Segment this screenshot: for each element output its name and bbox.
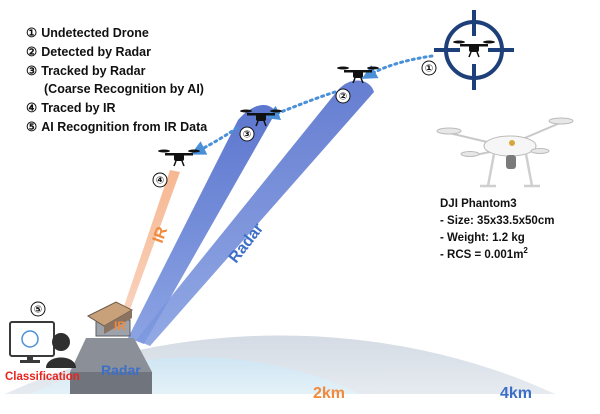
drone-icon <box>158 149 200 167</box>
step-marker-1: ① <box>421 60 437 76</box>
svg-text:⑤: ⑤ <box>34 305 42 316</box>
radar-beam-near <box>128 105 276 344</box>
dji-phantom3-image <box>436 117 574 188</box>
svg-text:①: ① <box>425 64 433 75</box>
spec-drone-name: DJI Phantom3 <box>440 198 517 210</box>
crosshair-icon <box>434 10 514 90</box>
step-marker-5: ⑤ <box>30 301 46 317</box>
track-arrow-1 <box>361 54 434 79</box>
step-marker-3: ③ <box>239 126 255 142</box>
step-marker-2: ② <box>335 88 351 104</box>
station-ir-label: IR <box>114 319 126 333</box>
range-label-4km: 4km <box>500 385 532 402</box>
spec-rcs: - RCS = 0.001m2 <box>440 246 528 261</box>
track-arrow-2 <box>264 90 337 120</box>
drone-icon <box>337 66 379 84</box>
drone-icon <box>453 40 495 58</box>
ir-beam-label: IR <box>150 224 172 245</box>
spec-size: - Size: 35x33.5x50cm <box>440 215 554 227</box>
station-radar-label: Radar <box>101 362 141 378</box>
radar-beam-far <box>136 80 374 347</box>
range-label-2km: 2km <box>313 385 345 402</box>
svg-text:②: ② <box>339 92 347 103</box>
spec-weight: - Weight: 1.2 kg <box>440 232 525 244</box>
classification-label: Classification <box>5 371 80 383</box>
legend-item-3-detail: (Coarse Recognition by AI) <box>44 82 204 96</box>
ir-beam <box>118 170 180 326</box>
step-marker-4: ④ <box>152 172 168 188</box>
ground-strip <box>0 394 600 414</box>
sensor-station-icon <box>70 301 152 394</box>
drone-icon <box>240 109 282 127</box>
svg-text:④: ④ <box>156 176 164 187</box>
svg-text:③: ③ <box>243 130 251 141</box>
user-monitor-icon <box>9 321 76 368</box>
